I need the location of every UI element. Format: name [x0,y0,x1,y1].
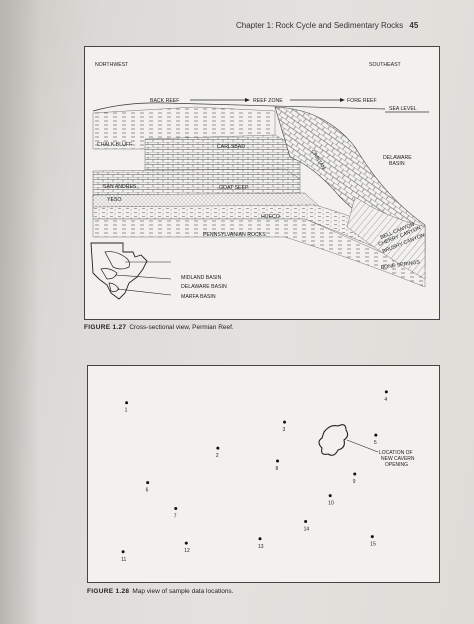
caption-text: Cross-sectional view, Permian Reef. [129,324,234,331]
location-label-line1: LOCATION OF [379,450,413,456]
label-delaware-basin-inset: DELAWARE BASIN [181,284,227,290]
sample-point-label: 15 [370,542,376,548]
sea-level-line [92,102,386,112]
label-pennsylvanian-rocks: PENNSYLVANIAN ROCKS [203,232,266,238]
reef-cross-section-diagram: NORTHWEST SOUTHEAST BACK REEF REEF ZONE … [90,62,429,300]
texas-outline [90,242,148,300]
sample-point-label: 14 [304,527,310,533]
sample-point-6 [146,481,150,485]
cavern-opening-outline [318,424,349,456]
sample-point-label: 8 [276,466,279,472]
sample-point-label: 12 [184,548,190,554]
basin-canyon-beds [346,196,426,280]
sample-point-3 [283,420,287,424]
caption-number: FIGURE 1.27 [84,324,127,331]
arrowhead-icon [340,98,345,102]
label-chalk-bluff: CHALK BLUFF [97,142,132,148]
label-back-reef: BACK REEF [150,98,179,104]
label-hueco: HUECO [261,214,280,220]
page-header: Chapter 1: Rock Cycle and Sedimentary Ro… [236,21,456,35]
page-gutter-shadow [0,0,40,624]
label-goat-seep: GOAT SEEP [219,185,249,191]
sample-point-8 [276,459,280,463]
sample-point-1 [125,401,129,405]
sample-point-14 [304,520,308,524]
inset-basin-map: MIDLAND BASIN DELAWARE BASIN MARFA BASIN [90,242,227,300]
sample-point-2 [216,446,220,450]
page-number: 45 [409,21,419,30]
label-southeast: SOUTHEAST [369,62,402,68]
sample-point-label: 4 [384,397,387,403]
label-bone-springs: BONE SPRINGS [380,259,420,271]
caption-text: Map view of sample data locations. [132,588,234,595]
caption-number: FIGURE 1.28 [87,588,130,595]
cavern-leader-line [346,439,379,453]
leader-line-marfa [116,288,172,296]
sample-point-label: 11 [121,557,126,563]
sample-point-label: 1 [125,408,128,414]
label-sea-level: SEA LEVEL [389,106,417,112]
arrowhead-icon [245,98,250,102]
pennsylvanian-rocks [92,218,426,288]
label-delaware-basin-1: DELAWARE [383,155,412,161]
label-northwest: NORTHWEST [95,62,129,68]
label-midland-basin: MIDLAND BASIN [181,275,222,281]
sample-point-11 [121,550,125,554]
sample-point-5 [374,433,378,437]
label-yeso: YESO [107,197,121,203]
label-carlsbad: CARLSBAD [217,144,245,150]
sample-point-10 [328,494,332,498]
sample-point-label: 13 [258,544,264,550]
label-delaware-basin-2: BASIN [389,161,405,167]
sample-point-label: 5 [374,440,377,446]
sample-point-label: 7 [174,514,177,520]
sample-point-4 [384,390,388,394]
label-san-andres: SAN ANDRES [103,184,137,190]
chapter-title: Chapter 1: Rock Cycle and Sedimentary Ro… [236,21,404,30]
leader-line-delaware [114,274,172,280]
figure-permian-reef: NORTHWEST SOUTHEAST BACK REEF REEF ZONE … [84,46,440,320]
sample-point-7 [174,507,178,511]
sample-point-13 [258,537,262,541]
delaware-basin-outline [100,268,118,280]
midland-basin-outline [104,251,130,270]
location-label-line2: NEW CAVERN [381,456,415,462]
sample-point-9 [353,472,357,476]
marfa-basin-outline [108,282,120,293]
sample-point-15 [370,535,374,539]
sample-point-label: 6 [146,488,149,494]
sample-point-label: 10 [328,501,334,507]
sample-point-label: 3 [283,427,286,433]
sample-point-12 [184,541,188,545]
label-reef-zone: REEF ZONE [253,98,283,104]
sample-locations-map: LOCATION OF NEW CAVERN OPENING 123456789… [121,390,415,563]
label-fore-reef: FORE REEF [347,98,377,104]
location-label-line3: OPENING [385,462,408,468]
sample-point-label: 9 [353,479,356,485]
label-marfa-basin: MARFA BASIN [181,294,216,300]
sample-point-label: 2 [216,453,219,459]
